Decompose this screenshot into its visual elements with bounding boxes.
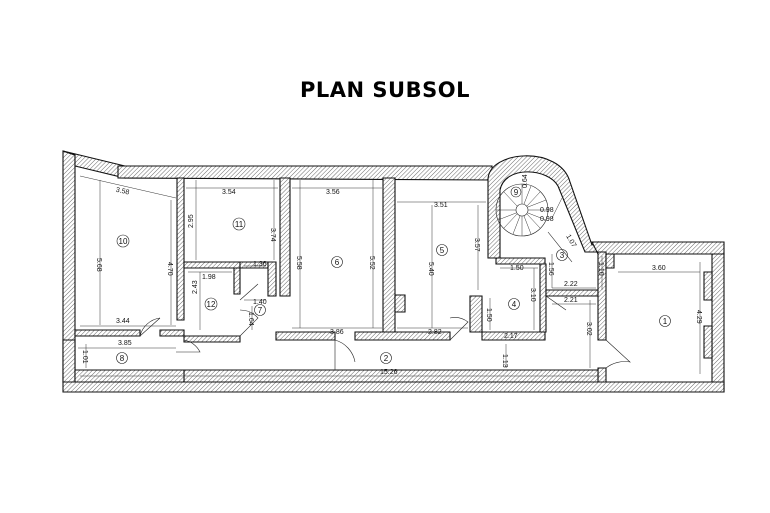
dim-label: 2.21: [564, 297, 578, 304]
room-number-10: 10: [119, 237, 128, 246]
dim-label: 1.56: [547, 262, 554, 276]
room-markers: 1 2 3 4 5 6 7 8 9 10 11 12: [116, 186, 671, 364]
dim-label: 5.68: [95, 258, 102, 272]
dim-label: 3.02: [585, 322, 592, 336]
dim-label: 2.95: [188, 214, 195, 228]
doors: [139, 283, 631, 370]
dim-label: 5.58: [295, 256, 302, 270]
dim-label: 1.13: [501, 354, 508, 368]
room-number-12: 12: [207, 300, 216, 309]
dim-label: 3.58: [115, 187, 130, 197]
dim-label: 2.82: [428, 329, 442, 336]
room-number-7: 7: [258, 306, 263, 315]
dim-label: 1.07: [564, 234, 577, 249]
dim-label: 3.51: [434, 202, 448, 209]
room-number-2: 2: [384, 354, 389, 363]
dim-label: 2.17: [504, 333, 518, 340]
dim-label: 3.56: [326, 189, 340, 196]
spiral-staircase: [495, 183, 573, 263]
dim-label: 1.01: [81, 350, 88, 364]
dim-label: 3.74: [269, 228, 276, 242]
dim-label: 0.64: [522, 174, 529, 188]
dim-label: 0.98: [540, 216, 554, 223]
dim-label: 4.29: [695, 310, 702, 324]
dim-label: 5.40: [427, 262, 434, 276]
dim-label: 1.64: [247, 312, 254, 326]
page-title: PLAN SUBSOL: [300, 78, 470, 102]
room-number-6: 6: [335, 258, 340, 267]
dim-label: 1.98: [202, 274, 216, 281]
dim-label: 5.52: [368, 256, 375, 270]
dim-label: 1.50: [485, 308, 492, 322]
dim-label: 1.50: [510, 265, 524, 272]
dim-label: 3.86: [330, 329, 344, 336]
room-number-4: 4: [512, 300, 517, 309]
dim-label: 1.36: [253, 261, 267, 268]
room-number-5: 5: [440, 246, 445, 255]
dim-label: 0.98: [540, 207, 554, 214]
dimension-lines: [78, 175, 701, 377]
dim-label: 3.57: [473, 238, 480, 252]
interior-walls: [74, 177, 713, 383]
dim-label: 3.60: [652, 265, 666, 272]
dim-label: 3.85: [118, 340, 132, 347]
dim-label: 3.54: [222, 189, 236, 196]
dim-label: 15.26: [380, 369, 398, 376]
dim-label: 3.44: [116, 318, 130, 325]
room-number-8: 8: [120, 354, 125, 363]
room-number-11: 11: [235, 220, 244, 229]
dim-label: 1.10: [597, 262, 604, 276]
dimension-labels: 3.58 3.54 3.56 3.51 5.68 4.70 2.95 3.74 …: [81, 174, 702, 376]
dim-label: 1.40: [253, 299, 267, 306]
dim-label: 4.70: [166, 262, 173, 276]
room-number-9: 9: [514, 188, 519, 197]
dim-label: 3.10: [529, 288, 536, 302]
dim-label: 2.22: [564, 281, 578, 288]
room-number-3: 3: [560, 251, 565, 260]
room-number-1: 1: [663, 317, 668, 326]
dim-label: 2.43: [192, 280, 199, 294]
